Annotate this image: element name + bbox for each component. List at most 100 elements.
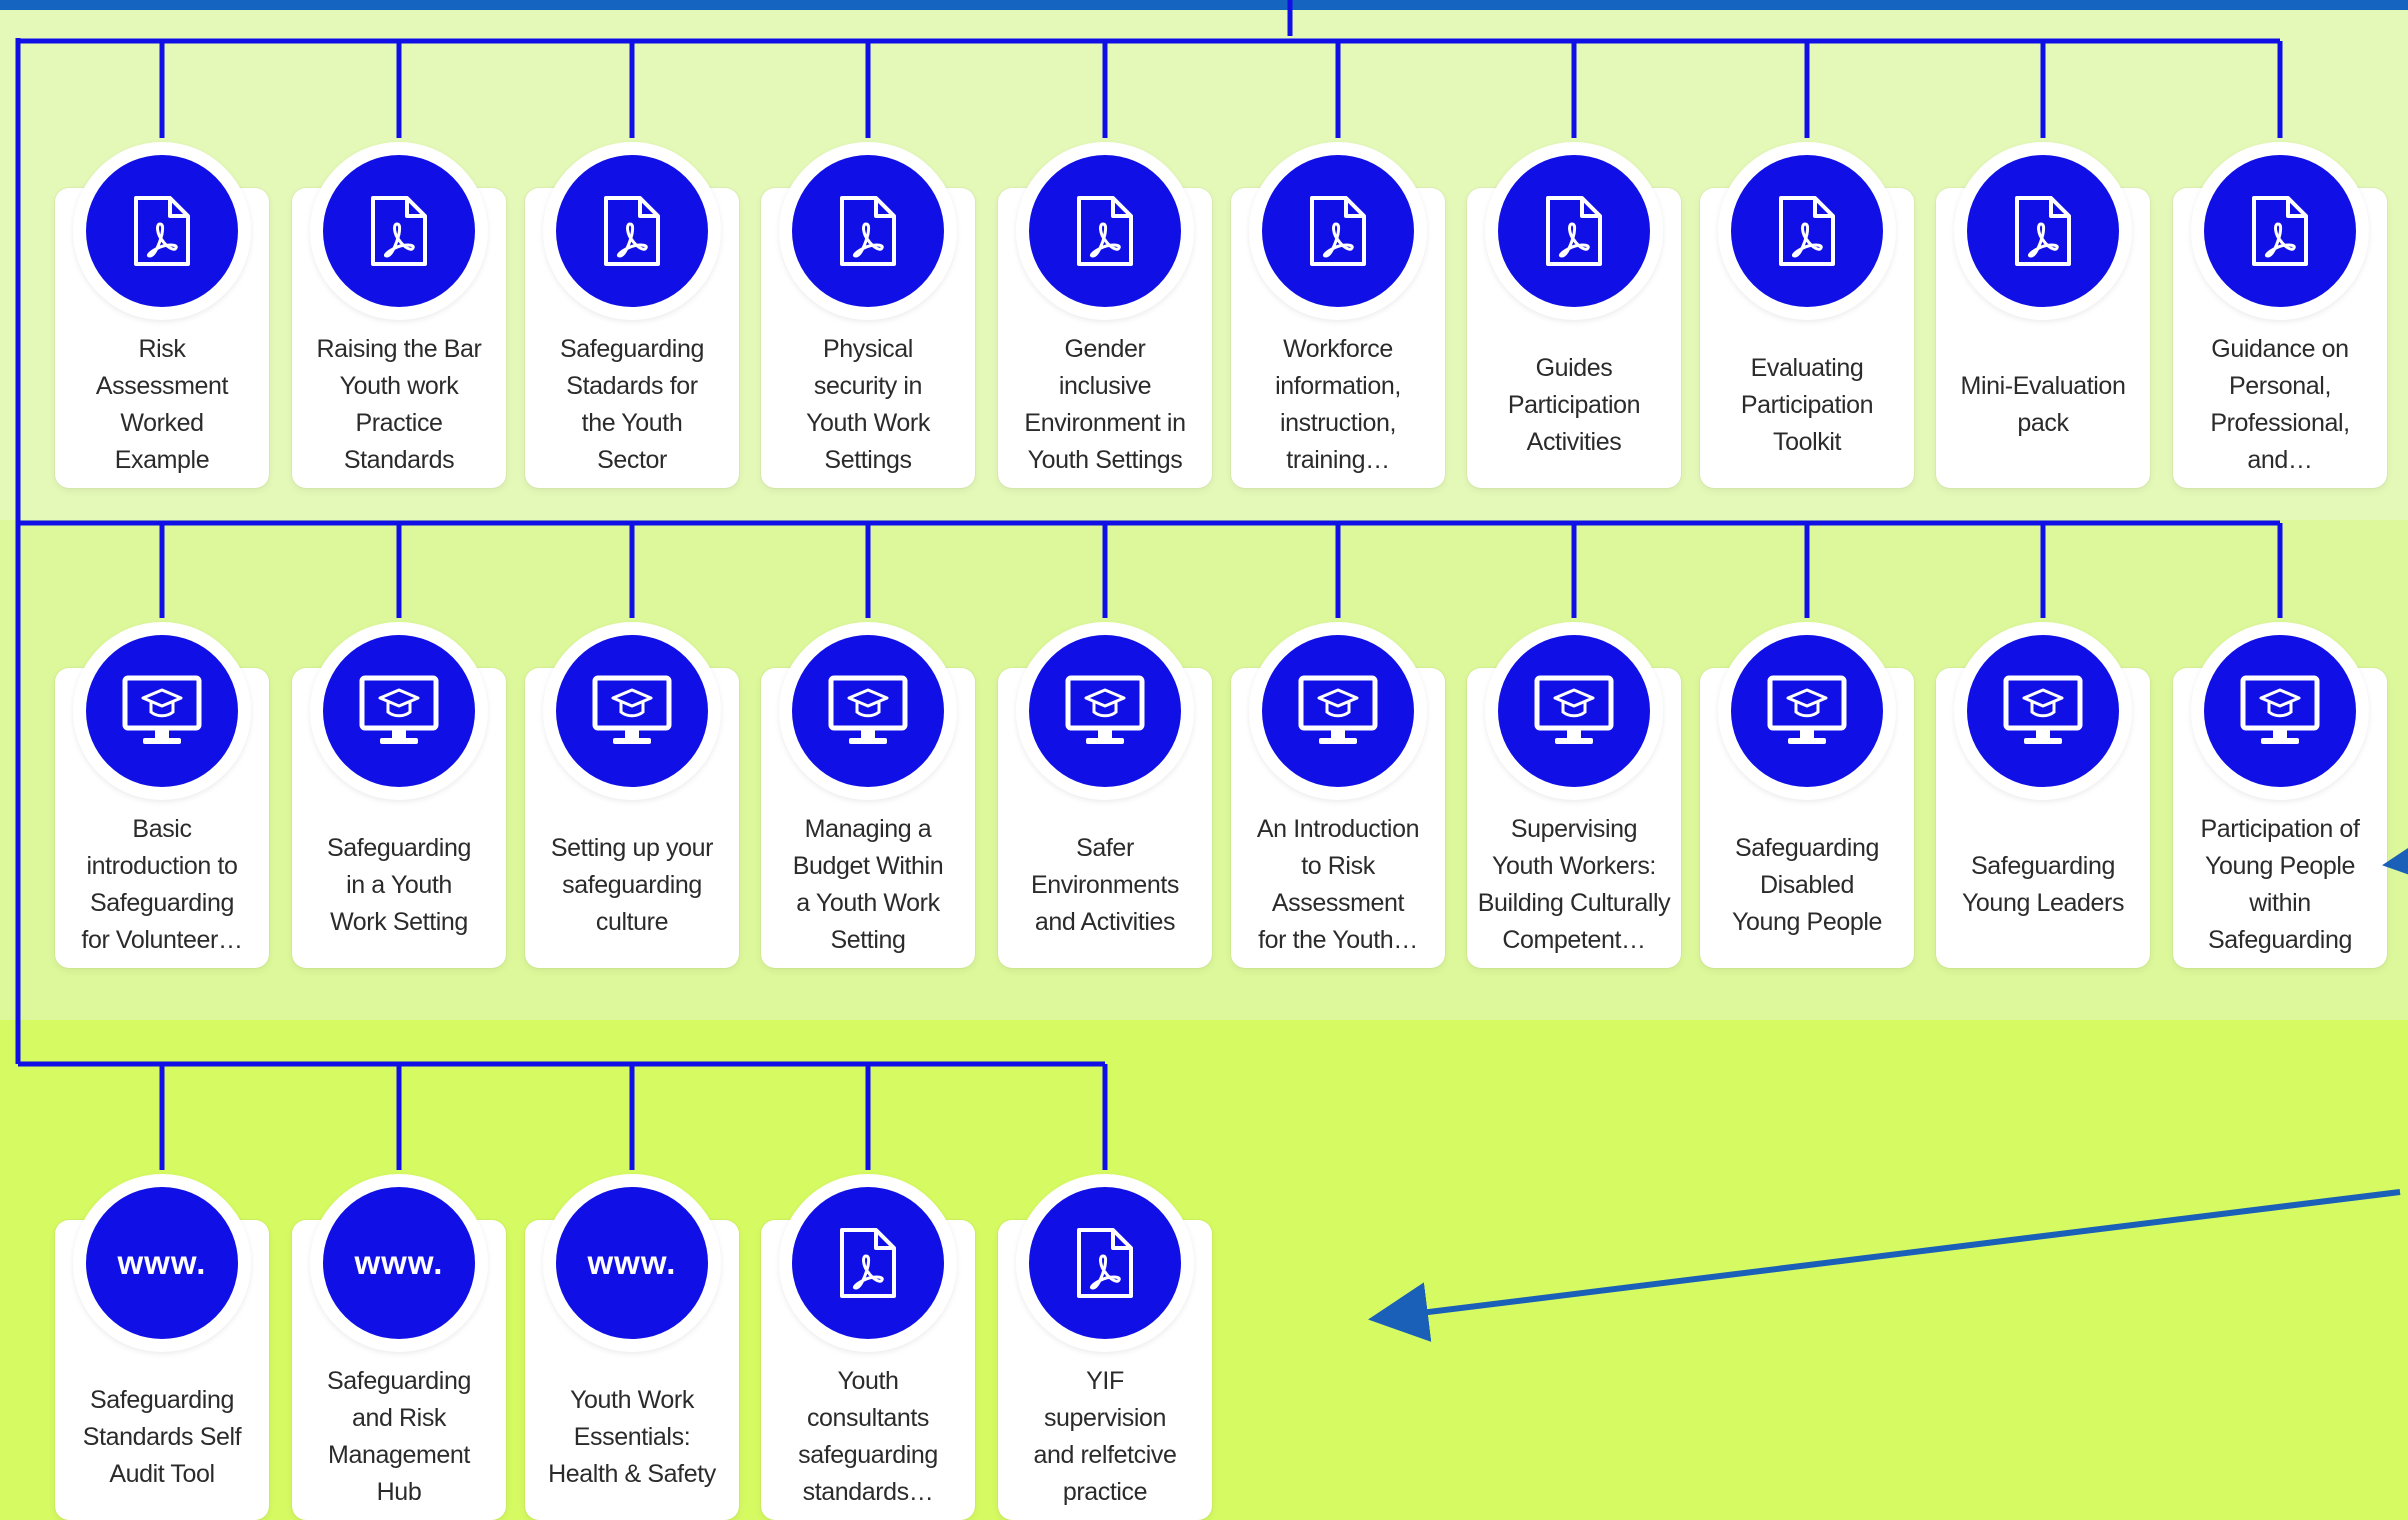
resource-badge[interactable]	[779, 1174, 957, 1352]
elearning-monitor-icon	[1731, 635, 1883, 787]
resource-label-box: Supervising Youth Workers: Building Cult…	[1473, 810, 1675, 960]
resource-badge[interactable]	[73, 622, 251, 800]
pdf-icon	[1967, 155, 2119, 307]
resource-card[interactable]: Supervising Youth Workers: Building Cult…	[1467, 622, 1681, 968]
resource-badge[interactable]	[310, 622, 488, 800]
resource-card[interactable]: Workforce information, instruction, trai…	[1231, 142, 1445, 488]
www-icon-text: www.	[587, 1244, 677, 1281]
resource-card[interactable]: Evaluating Participation Toolkit	[1700, 142, 1914, 488]
resource-card[interactable]: Risk Assessment Worked Example	[55, 142, 269, 488]
resource-label-box: Guides Participation Activities	[1473, 330, 1675, 480]
resource-title: Guides Participation Activities	[1507, 353, 1641, 456]
resource-badge[interactable]	[1016, 142, 1194, 320]
resource-card[interactable]: www. Youth Work Essentials: Health & Safe…	[525, 1174, 739, 1520]
pdf-icon	[1498, 155, 1650, 307]
resource-title: Safer Environments and Activities	[1030, 833, 1180, 936]
resource-card[interactable]: Safeguarding Stadards for the Youth Sect…	[525, 142, 739, 488]
resource-card[interactable]: www. Safeguarding Standards Self Audit To…	[55, 1174, 269, 1520]
resource-badge[interactable]	[2191, 142, 2369, 320]
elearning-monitor-icon	[323, 635, 475, 787]
resource-badge[interactable]	[1718, 622, 1896, 800]
resource-badge[interactable]	[1016, 622, 1194, 800]
pdf-icon	[556, 155, 708, 307]
resource-label-box: Evaluating Participation Toolkit	[1706, 330, 1908, 480]
resource-card[interactable]: Gender inclusive Environment in Youth Se…	[998, 142, 1212, 488]
pointer-arrow-lower	[1368, 1189, 2401, 1342]
resource-card[interactable]: Safer Environments and Activities	[998, 622, 1212, 968]
resource-card[interactable]: Guides Participation Activities	[1467, 142, 1681, 488]
resource-label-box: YIF supervision and relfetcive practice	[1004, 1362, 1206, 1512]
resource-label-box: Participation of Young People within Saf…	[2179, 810, 2381, 960]
resource-card[interactable]: Mini-Evaluation pack	[1936, 142, 2150, 488]
resource-label-box: Youth consultants safeguarding standards…	[767, 1362, 969, 1512]
resource-title: Workforce information, instruction, trai…	[1275, 335, 1401, 474]
resource-badge[interactable]	[1954, 622, 2132, 800]
top-header-bar	[0, 0, 2408, 10]
resource-badge[interactable]: www.	[310, 1174, 488, 1352]
resource-badge[interactable]	[1249, 142, 1427, 320]
elearning-monitor-icon	[1029, 635, 1181, 787]
www-icon: www.	[556, 1187, 708, 1339]
resource-badge[interactable]	[1485, 622, 1663, 800]
resource-label-box: Safer Environments and Activities	[1004, 810, 1206, 960]
elearning-monitor-icon	[1262, 635, 1414, 787]
resource-title: An Introduction to Risk Assessment for t…	[1256, 815, 1420, 954]
resource-badge[interactable]: www.	[73, 1174, 251, 1352]
resource-card[interactable]: Participation of Young People within Saf…	[2173, 622, 2387, 968]
resource-label-box: Youth Work Essentials: Health & Safety	[531, 1362, 733, 1512]
resource-title: Safeguarding Standards Self Audit Tool	[82, 1385, 242, 1488]
resource-card[interactable]: Basic introduction to Safeguarding for V…	[55, 622, 269, 968]
resource-badge[interactable]: www.	[543, 1174, 721, 1352]
resource-label-box: Workforce information, instruction, trai…	[1237, 330, 1439, 480]
elearning-monitor-icon	[2204, 635, 2356, 787]
resource-label-box: Safeguarding Disabled Young People	[1706, 810, 1908, 960]
pdf-icon	[2204, 155, 2356, 307]
resource-badge[interactable]	[1718, 142, 1896, 320]
resource-card[interactable]: Guidance on Personal, Professional, and…	[2173, 142, 2387, 488]
resource-card[interactable]: Safeguarding in a Youth Work Setting	[292, 622, 506, 968]
resource-badge[interactable]	[73, 142, 251, 320]
resource-badge[interactable]	[1249, 622, 1427, 800]
resource-title: Safeguarding and Risk Management Hub	[327, 1367, 471, 1506]
resource-title: Risk Assessment Worked Example	[95, 335, 229, 474]
resource-label-box: Setting up your safeguarding culture	[531, 810, 733, 960]
resource-card[interactable]: Safeguarding Disabled Young People	[1700, 622, 1914, 968]
resource-badge[interactable]	[543, 142, 721, 320]
resource-title: Basic introduction to Safeguarding for V…	[81, 815, 243, 954]
resource-title: Safeguarding in a Youth Work Setting	[327, 833, 471, 936]
resource-card[interactable]: Managing a Budget Within a Youth Work Se…	[761, 622, 975, 968]
resource-title: Participation of Young People within Saf…	[2200, 815, 2360, 954]
pointer-arrow-upper	[2382, 834, 2408, 884]
resource-title: Physical security in Youth Work Settings	[806, 335, 930, 474]
pdf-icon	[323, 155, 475, 307]
resource-card[interactable]: Youth consultants safeguarding standards…	[761, 1174, 975, 1520]
elearning-monitor-icon	[86, 635, 238, 787]
resource-label-box: Safeguarding Standards Self Audit Tool	[61, 1362, 263, 1512]
pdf-icon	[792, 155, 944, 307]
resource-badge[interactable]	[310, 142, 488, 320]
resource-card[interactable]: Setting up your safeguarding culture	[525, 622, 739, 968]
elearning-monitor-icon	[1498, 635, 1650, 787]
resource-card[interactable]: An Introduction to Risk Assessment for t…	[1231, 622, 1445, 968]
resource-badge[interactable]	[1485, 142, 1663, 320]
www-icon-text: www.	[354, 1244, 444, 1281]
resource-card[interactable]: www. Safeguarding and Risk Management Hub	[292, 1174, 506, 1520]
elearning-monitor-icon	[556, 635, 708, 787]
resource-badge[interactable]	[779, 622, 957, 800]
pdf-icon	[86, 155, 238, 307]
resource-badge[interactable]	[779, 142, 957, 320]
resource-label-box: Safeguarding Stadards for the Youth Sect…	[531, 330, 733, 480]
resource-card[interactable]: Raising the Bar Youth work Practice Stan…	[292, 142, 506, 488]
resource-label-box: An Introduction to Risk Assessment for t…	[1237, 810, 1439, 960]
resource-badge[interactable]	[1016, 1174, 1194, 1352]
resource-label-box: Physical security in Youth Work Settings	[767, 330, 969, 480]
resource-badge[interactable]	[2191, 622, 2369, 800]
resource-card[interactable]: YIF supervision and relfetcive practice	[998, 1174, 1212, 1520]
elearning-monitor-icon	[792, 635, 944, 787]
resource-badge[interactable]	[543, 622, 721, 800]
resource-card[interactable]: Safeguarding Young Leaders	[1936, 622, 2150, 968]
resource-badge[interactable]	[1954, 142, 2132, 320]
resource-title: Safeguarding Stadards for the Youth Sect…	[560, 335, 704, 474]
resource-card[interactable]: Physical security in Youth Work Settings	[761, 142, 975, 488]
resource-label-box: Mini-Evaluation pack	[1942, 330, 2144, 480]
